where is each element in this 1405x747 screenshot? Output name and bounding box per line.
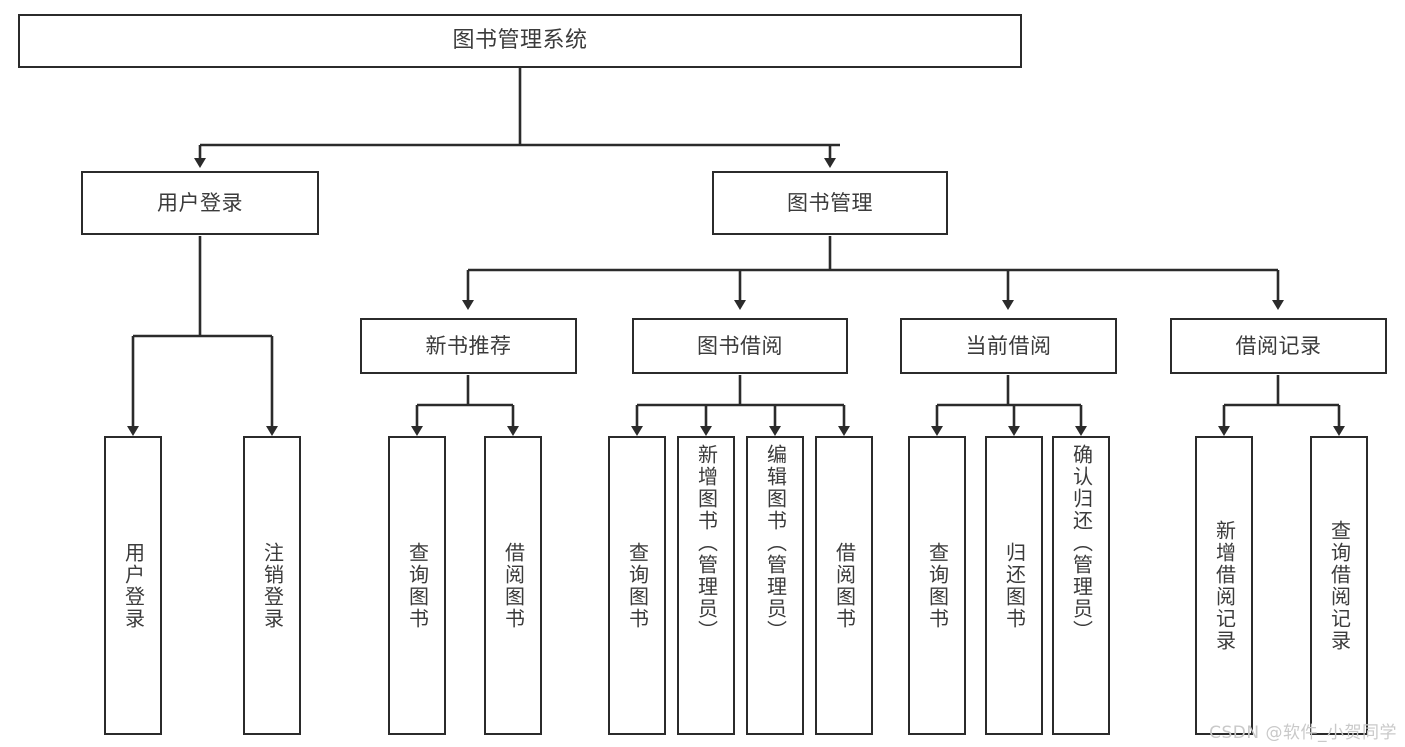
leaf-query-book-recommend[interactable]: 查询图书 [388,436,446,735]
node-label: 查询图书 [405,541,430,630]
node-label: 归还图书 [1002,541,1027,630]
watermark-text: CSDN @软件_小贺同学 [1209,723,1397,743]
node-label: 用户登录 [157,190,243,215]
node-label: 查询图书 [925,541,950,630]
node-label: 新增图书（管理员） [694,444,719,642]
leaf-borrow-book-recommend[interactable]: 借阅图书 [484,436,542,735]
node-label: 新增借阅记录 [1212,519,1237,652]
leaf-query-borrow-record[interactable]: 查询借阅记录 [1310,436,1368,735]
node-current-borrow[interactable]: 当前借阅 [900,318,1117,374]
node-book-borrow[interactable]: 图书借阅 [632,318,848,374]
node-new-book-recommend[interactable]: 新书推荐 [360,318,577,374]
node-label: 借阅记录 [1235,333,1322,358]
node-label: 借阅图书 [832,541,857,630]
node-label: 图书管理系统 [452,28,588,54]
leaf-borrow-book[interactable]: 借阅图书 [815,436,873,735]
node-book-management[interactable]: 图书管理 [712,171,948,235]
node-label: 图书借阅 [697,333,783,358]
node-label: 当前借阅 [965,333,1052,358]
leaf-user-login[interactable]: 用户登录 [104,436,162,735]
leaf-return-book[interactable]: 归还图书 [985,436,1043,735]
leaf-add-book-admin[interactable]: 新增图书（管理员） [677,436,735,735]
node-label: 注销登录 [260,541,285,630]
node-user-login[interactable]: 用户登录 [81,171,319,235]
node-label: 查询图书 [625,541,650,630]
node-label: 借阅图书 [501,541,526,630]
node-label: 编辑图书（管理员） [763,444,788,642]
node-label: 查询借阅记录 [1327,519,1352,652]
node-root-system[interactable]: 图书管理系统 [18,14,1022,68]
node-label: 新书推荐 [425,333,512,358]
leaf-query-book-current[interactable]: 查询图书 [908,436,966,735]
node-label: 图书管理 [787,190,873,215]
node-label: 确认归还（管理员） [1069,444,1094,642]
leaf-confirm-return-admin[interactable]: 确认归还（管理员） [1052,436,1110,735]
leaf-logout-login[interactable]: 注销登录 [243,436,301,735]
leaf-edit-book-admin[interactable]: 编辑图书（管理员） [746,436,804,735]
leaf-add-borrow-record[interactable]: 新增借阅记录 [1195,436,1253,735]
leaf-query-book-borrow[interactable]: 查询图书 [608,436,666,735]
node-borrow-record[interactable]: 借阅记录 [1170,318,1387,374]
node-label: 用户登录 [121,541,146,630]
